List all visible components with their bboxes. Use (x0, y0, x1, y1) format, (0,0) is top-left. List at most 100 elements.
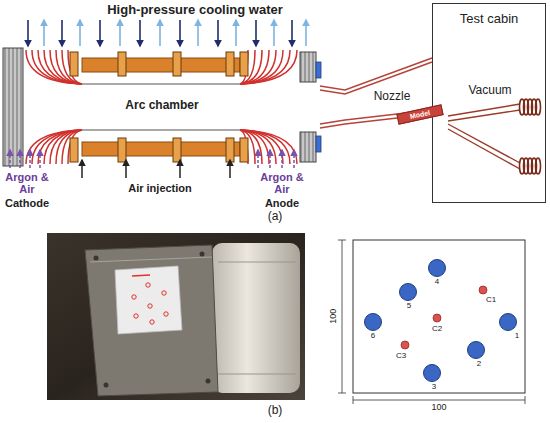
callout-number: 3 (424, 382, 444, 391)
vacuum-pipes (448, 124, 520, 163)
anode-block (316, 136, 321, 152)
electrode-coils (240, 50, 290, 84)
arc-chamber-body (82, 129, 240, 130)
sample-photo (146, 283, 150, 287)
chamber-flanges (70, 52, 78, 76)
vacuum-coil (520, 99, 541, 174)
chamber-flanges (173, 52, 181, 76)
gas-inlet-arrows (29, 150, 31, 168)
gas-inlet-arrows (281, 150, 283, 168)
dimension-label: 100 (328, 301, 338, 331)
electrode-coils (240, 50, 248, 84)
cooling-water-arrows (273, 20, 275, 46)
air-injection-arrows (179, 160, 181, 178)
thermocouple-points (429, 260, 446, 277)
callout-number: 2 (469, 359, 489, 368)
arc-chamber-body (82, 58, 240, 72)
dimension-lines (338, 240, 346, 241)
electrode-coils (240, 130, 297, 164)
air-injection-arrows (81, 160, 83, 178)
cooling-water-arrows (28, 20, 306, 46)
sample-photo (162, 291, 166, 295)
cooling-water-arrows (197, 20, 199, 46)
callout-number: C1 (479, 295, 503, 304)
anode-block (300, 52, 321, 162)
electrode-coils (240, 130, 283, 164)
thermocouple-points (365, 260, 517, 382)
thermocouple-points (424, 365, 441, 382)
sample-photo (47, 233, 305, 400)
sample-photo (90, 257, 212, 262)
sample-photo (148, 304, 152, 308)
electrode-coils (26, 50, 82, 84)
electrode-coils (50, 50, 82, 84)
sample-photo (218, 262, 296, 263)
sample-photo (85, 245, 218, 396)
chamber-flanges (226, 52, 234, 76)
electrode-coils (240, 130, 290, 164)
cooling-water-arrows (43, 20, 45, 46)
cooling-water-arrows (79, 20, 81, 46)
dimension-lines (338, 393, 346, 394)
electrode-coils (240, 50, 262, 84)
electrode-label: Cathode (0, 197, 57, 210)
sensor-points (433, 314, 441, 322)
electrode-coils (44, 50, 82, 84)
callout-number: 1 (507, 331, 527, 340)
electrode-coils (50, 130, 82, 164)
part-name: Vacuum (460, 84, 520, 98)
gas-inlet-arrows (257, 150, 259, 168)
electrode-coils (26, 130, 82, 164)
callout-number: C3 (389, 351, 413, 360)
chamber-flanges (226, 138, 234, 162)
cooling-water-arrows (235, 20, 237, 46)
nozzle-outline (320, 58, 432, 90)
sample-photo (132, 275, 150, 276)
gas-inlet-arrows (19, 150, 21, 168)
sensor-points (479, 286, 487, 294)
electrode-coils (240, 50, 297, 84)
air-injection-arrows (82, 160, 230, 178)
subfigure-label: (b) (255, 404, 295, 418)
anode-block (300, 132, 316, 162)
thermocouple-points (500, 314, 517, 331)
sensor-points (401, 286, 487, 349)
cathode-block (3, 48, 23, 166)
sample-photo (47, 233, 305, 400)
electrode-coils (68, 50, 82, 84)
air-injection-arrows (229, 160, 231, 178)
cooling-water-arrows (159, 20, 161, 46)
sample-photo (206, 379, 211, 384)
gas-inlet-arrows (293, 150, 295, 168)
chamber-flanges (240, 138, 248, 162)
dimension-label: 100 (424, 402, 454, 412)
sample-photo (134, 314, 138, 318)
electrode-coils (26, 50, 297, 164)
cooling-water-arrows (139, 20, 141, 46)
chamber-flanges (118, 52, 126, 76)
gas-inlet-arrows (269, 150, 271, 168)
gas-label: Argon & Air (257, 171, 307, 195)
callout-number: 4 (427, 277, 447, 286)
title-label: High-pressure cooling water (80, 3, 310, 18)
gas-inlet-arrows (9, 150, 11, 168)
electrode-coils (44, 130, 82, 164)
cooling-water-arrows (291, 20, 293, 46)
sample-photo (132, 295, 136, 299)
thermocouple-points (468, 342, 485, 359)
electrode-coils (32, 50, 82, 84)
dimension-lines (338, 240, 525, 404)
sample-photo (94, 256, 99, 261)
test-cabin-box: Test cabin (432, 3, 546, 203)
cooling-water-arrows (217, 20, 219, 46)
cooling-water-arrows (27, 20, 29, 46)
part-name: Arc chamber (102, 99, 222, 113)
model-plate: Model (396, 104, 443, 124)
vacuum-coil (536, 99, 541, 115)
chamber-flanges (70, 138, 78, 162)
vacuum-pipes (448, 104, 520, 169)
sample-photo (200, 252, 205, 257)
electrode-coils (240, 50, 283, 84)
electrode-coils (56, 50, 82, 84)
vacuum-pipes (448, 110, 520, 121)
